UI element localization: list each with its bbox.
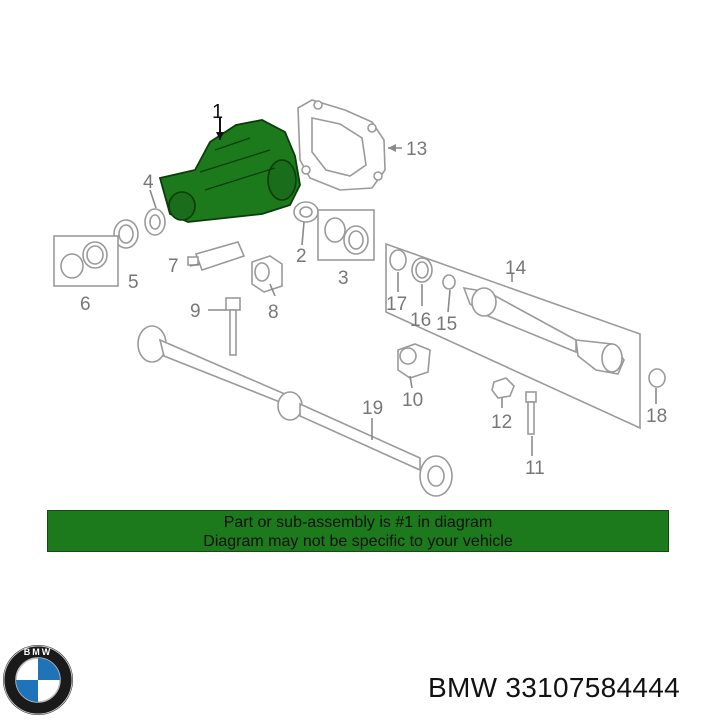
callout-7: 7	[168, 256, 179, 277]
callout-19: 19	[362, 398, 383, 419]
part-5-bearing	[113, 219, 139, 249]
callout-14: 14	[505, 258, 527, 279]
part-9-bolt	[225, 297, 241, 356]
part-18-seal	[648, 368, 666, 388]
part-6-seal-kit	[53, 235, 119, 287]
part-7-sealant-tube	[187, 241, 246, 272]
callout-17: 17	[386, 294, 407, 315]
callout-3: 3	[338, 268, 349, 289]
part-3-seal-kit	[317, 209, 375, 261]
callout-2: 2	[296, 246, 307, 267]
callout-12: 12	[491, 412, 512, 433]
part-8-rubber-mount	[251, 255, 283, 293]
part-11-bolt	[525, 391, 537, 435]
callout-16: 16	[410, 310, 431, 331]
callout-13: 13	[406, 139, 427, 160]
callout-8: 8	[268, 302, 279, 323]
callout-4: 4	[143, 172, 154, 193]
part-12-nut	[491, 377, 515, 399]
part-10-mount	[397, 343, 431, 379]
banner-line-2: Diagram may not be specific to your vehi…	[203, 533, 513, 550]
part-19-propeller-shaft	[137, 325, 453, 497]
callout-18: 18	[646, 406, 667, 427]
callout-15: 15	[436, 314, 457, 335]
banner-line-1: Part or sub-assembly is #1 in diagram	[223, 514, 493, 531]
part-2-flange-seal	[293, 201, 319, 223]
callout-9: 9	[190, 301, 201, 322]
callout-5: 5	[128, 272, 139, 293]
callout-11: 11	[525, 458, 545, 479]
bmw-logo: BMW	[3, 645, 73, 715]
callout-6: 6	[80, 294, 91, 315]
part-13-housing	[297, 99, 386, 191]
part-number: BMW 33107584444	[428, 672, 681, 703]
callout-10: 10	[402, 390, 423, 411]
info-banner: Part or sub-assembly is #1 in diagram Di…	[47, 510, 669, 552]
exploded-parts-diagram: 1 2 3 4 5 6 7 8 9 10 11 12 13 14 15 16 1…	[53, 99, 667, 497]
callout-1: 1	[212, 101, 223, 123]
part-1-rear-differential	[158, 119, 301, 223]
part-4-shaft-seal	[144, 208, 166, 236]
logo-letters: BMW	[24, 647, 53, 657]
